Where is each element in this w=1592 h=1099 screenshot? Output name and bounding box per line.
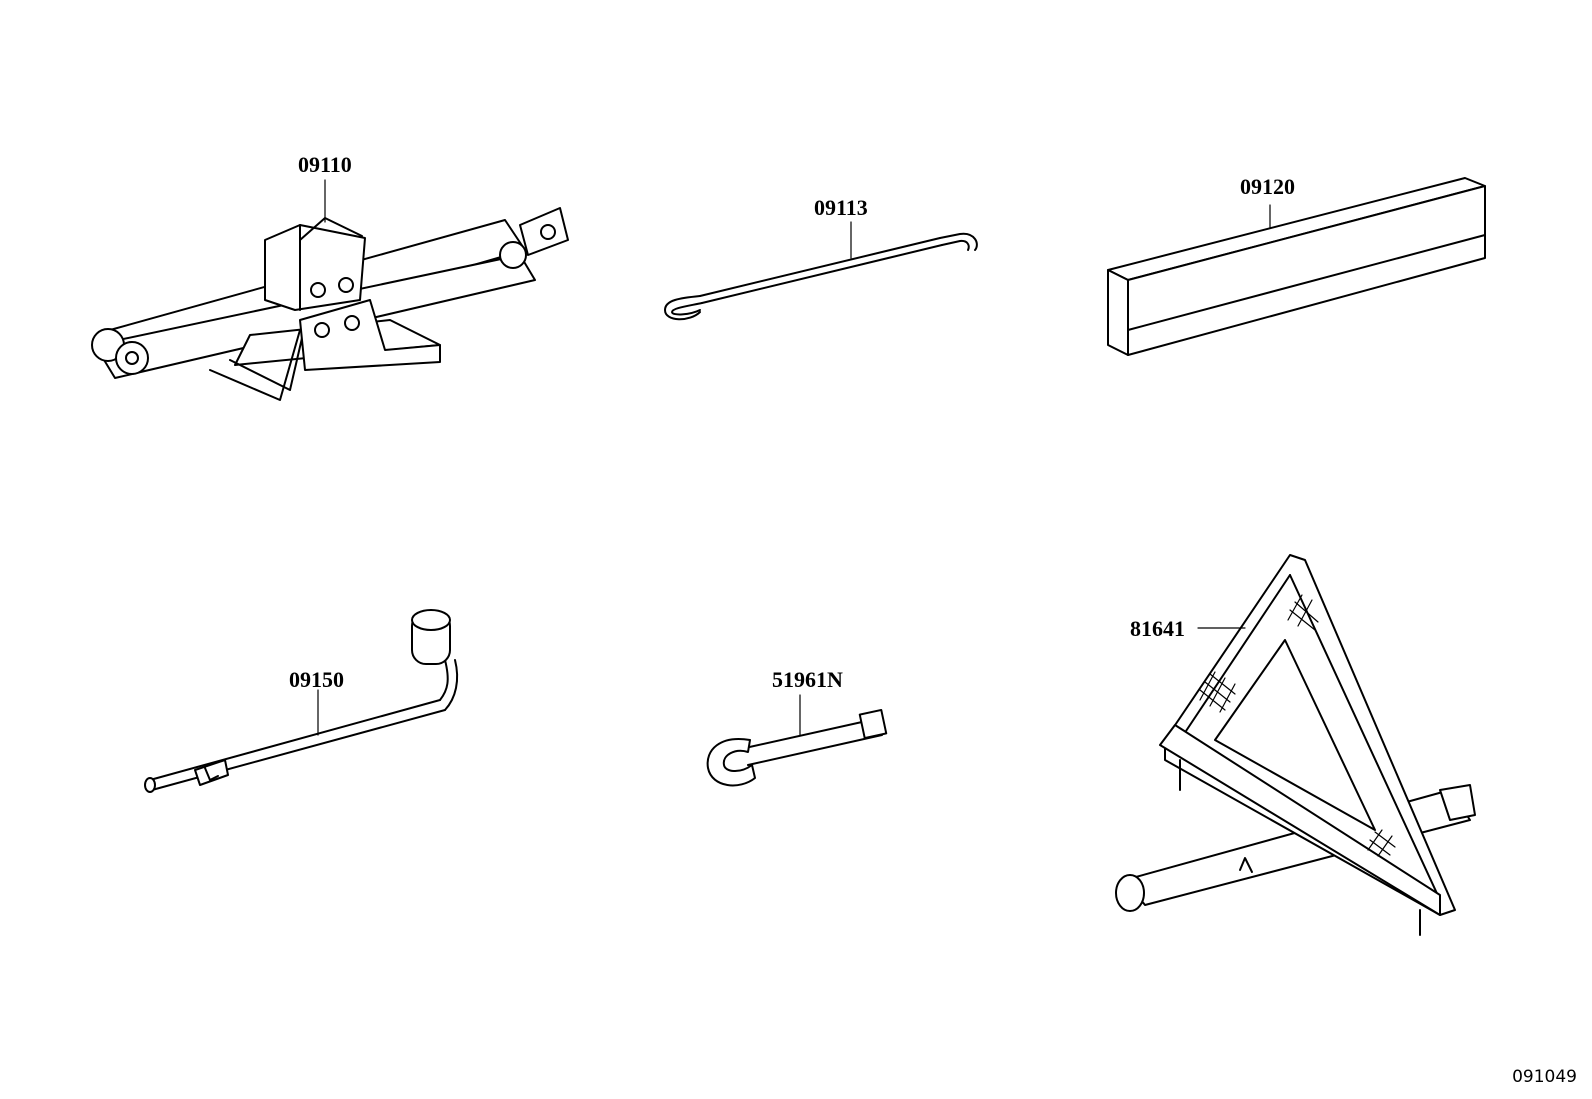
part-label-jack-handle: 09113 xyxy=(814,195,868,220)
diagram-reference-number: 091049 xyxy=(1512,1067,1577,1087)
jack-handle-illustration[interactable] xyxy=(664,221,978,321)
towing-eye-illustration[interactable] xyxy=(706,694,888,787)
tool-box-illustration[interactable] xyxy=(1107,177,1486,356)
part-label-jack: 09110 xyxy=(298,152,352,177)
part-label-lug-wrench: 09150 xyxy=(289,667,344,692)
jack-illustration[interactable] xyxy=(91,179,569,401)
part-label-towing-eye: 51961N xyxy=(772,667,843,692)
lug-wrench-illustration[interactable] xyxy=(144,609,459,793)
part-label-tool-box: 09120 xyxy=(1240,174,1295,199)
warning-triangle-illustration[interactable] xyxy=(1115,554,1476,936)
part-label-warning-triangle: 81641 xyxy=(1130,616,1185,641)
